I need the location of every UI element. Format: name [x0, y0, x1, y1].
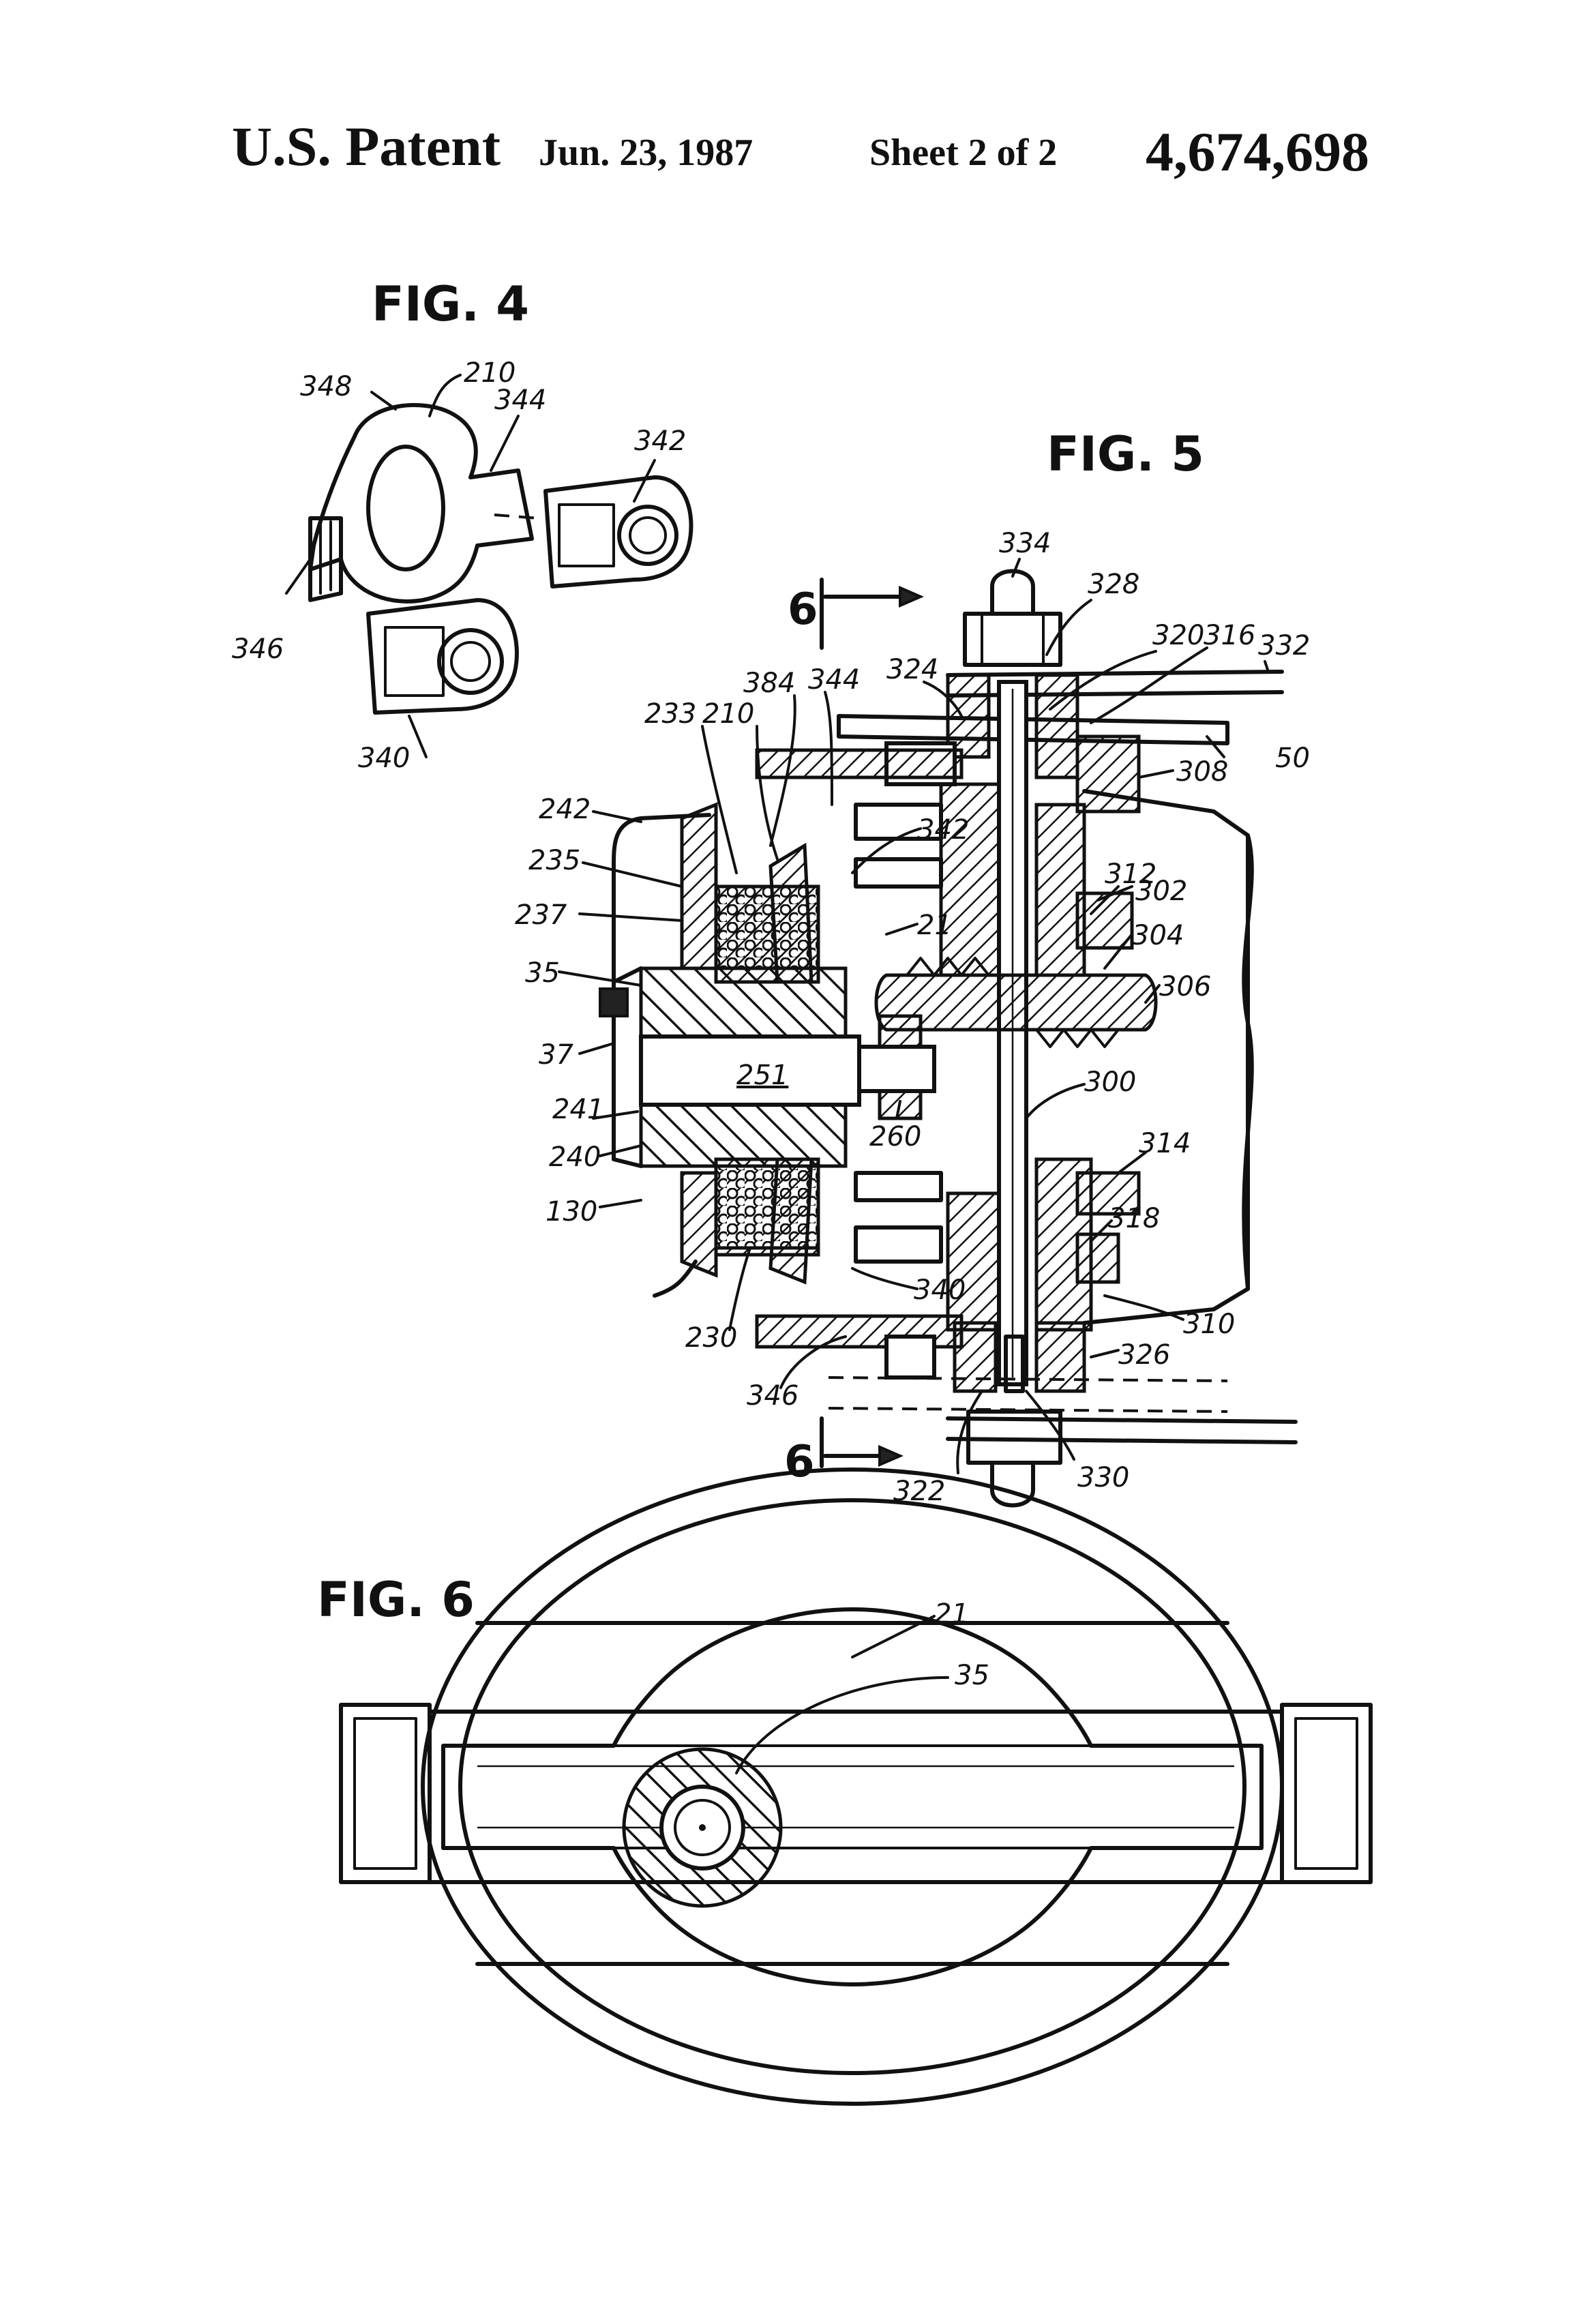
sheet-number: Sheet 2 of 2: [869, 131, 1057, 175]
callout-233: 233: [644, 698, 696, 730]
callout-326: 326: [1118, 1339, 1170, 1371]
callout-340: 340: [358, 743, 410, 774]
callout-314: 314: [1139, 1128, 1191, 1159]
callout-346: 346: [232, 634, 284, 665]
callout-328: 328: [1088, 569, 1139, 600]
callout-340: 340: [914, 1275, 966, 1306]
callout-320: 320: [1152, 620, 1204, 651]
fig4-label: FIG. 4: [372, 276, 529, 332]
callout-210: 210: [702, 698, 754, 730]
callout-37: 37: [539, 1039, 573, 1071]
callout-318: 318: [1108, 1203, 1160, 1234]
callout-310: 310: [1183, 1309, 1235, 1340]
callout-21: 21: [917, 910, 952, 941]
callout-50: 50: [1275, 743, 1310, 774]
callout-384: 384: [743, 668, 795, 699]
callout-21-fig6: 21: [934, 1598, 969, 1630]
callout-35: 35: [525, 957, 560, 989]
callout-302: 302: [1135, 876, 1187, 907]
callout-304: 304: [1132, 920, 1184, 951]
section-marker-bottom: 6: [784, 1437, 815, 1487]
callout-342: 342: [917, 814, 969, 846]
callout-348: 348: [300, 371, 352, 402]
callout-230: 230: [685, 1322, 737, 1354]
callout-330: 330: [1077, 1462, 1129, 1493]
callout-130: 130: [546, 1196, 597, 1227]
fig5-label: FIG. 5: [1047, 426, 1204, 482]
patent-title: U.S. Patent: [232, 115, 501, 179]
callout-306: 306: [1159, 971, 1211, 1002]
callout-316: 316: [1204, 620, 1255, 651]
callout-240: 240: [549, 1142, 601, 1173]
callout-235: 235: [528, 845, 580, 876]
section-marker-top: 6: [788, 584, 818, 635]
callout-344: 344: [808, 664, 860, 696]
fig6-leaders: [736, 1616, 948, 1773]
patent-date: Jun. 23, 1987: [539, 131, 753, 175]
callout-332: 332: [1258, 630, 1310, 661]
callout-342: 342: [634, 426, 686, 457]
fig6-label: FIG. 6: [317, 1572, 475, 1628]
callout-300: 300: [1084, 1067, 1136, 1098]
callout-344: 344: [494, 385, 546, 416]
callout-242: 242: [539, 794, 591, 825]
callout-251: 251: [736, 1060, 788, 1091]
callout-346: 346: [747, 1380, 799, 1412]
fig6-drawing: [341, 1470, 1371, 2104]
patent-number: 4,674,698: [1146, 120, 1369, 184]
callout-35-fig6: 35: [955, 1660, 989, 1691]
callout-241: 241: [552, 1094, 604, 1125]
callout-322: 322: [893, 1476, 945, 1507]
callout-334: 334: [999, 528, 1051, 559]
callout-260: 260: [869, 1121, 921, 1152]
callout-308: 308: [1176, 756, 1228, 788]
callout-237: 237: [515, 899, 567, 931]
callout-324: 324: [886, 654, 938, 685]
